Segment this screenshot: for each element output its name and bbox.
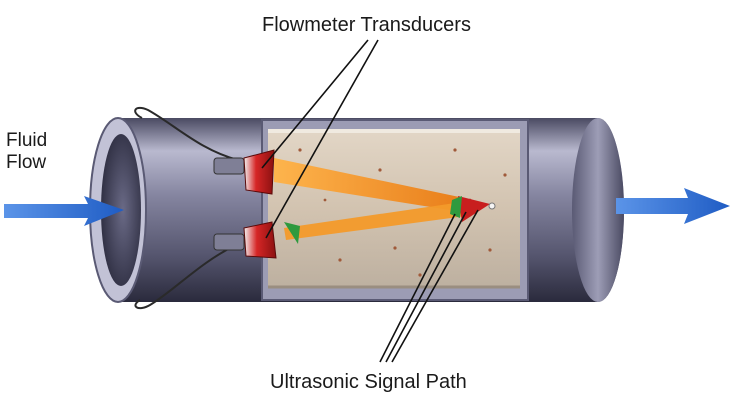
pipe-outlet-cap <box>572 118 624 302</box>
transducer-mount-lower <box>213 233 245 251</box>
leader-line-transducers-2 <box>265 39 379 239</box>
leader-line-transducers-1 <box>261 39 369 169</box>
signal-beams <box>274 158 496 244</box>
signal-beam-lower <box>284 202 466 240</box>
fluid-flow-label-line1: Fluid <box>6 130 47 151</box>
transducer-cable-upper <box>134 106 239 161</box>
reflector-green-tip <box>450 196 462 218</box>
leader-line-signal-1 <box>379 213 456 363</box>
transducer-mount-upper <box>213 157 245 175</box>
flow-arrows <box>4 188 730 226</box>
fluid-flow-label-line2: Flow <box>6 152 46 173</box>
leader-line-signal-3 <box>391 209 479 363</box>
leader-lines <box>261 39 479 363</box>
transducer-icon <box>243 221 277 259</box>
reflector-point <box>488 202 496 210</box>
signal-beam-upper <box>274 158 464 212</box>
signal-beam-arrowhead <box>284 222 300 244</box>
inlet-flow-arrow-icon <box>4 196 124 226</box>
transducers <box>134 106 277 310</box>
reflector-icon <box>458 196 490 222</box>
leader-line-signal-2 <box>385 211 467 363</box>
cutaway-window <box>261 119 529 301</box>
signal-path-label: Ultrasonic Signal Path <box>270 371 467 393</box>
transducer-icon <box>243 149 275 195</box>
transducer-cable-lower <box>134 243 239 310</box>
transducers-label: Flowmeter Transducers <box>262 14 471 36</box>
outlet-flow-arrow-icon <box>616 188 730 224</box>
